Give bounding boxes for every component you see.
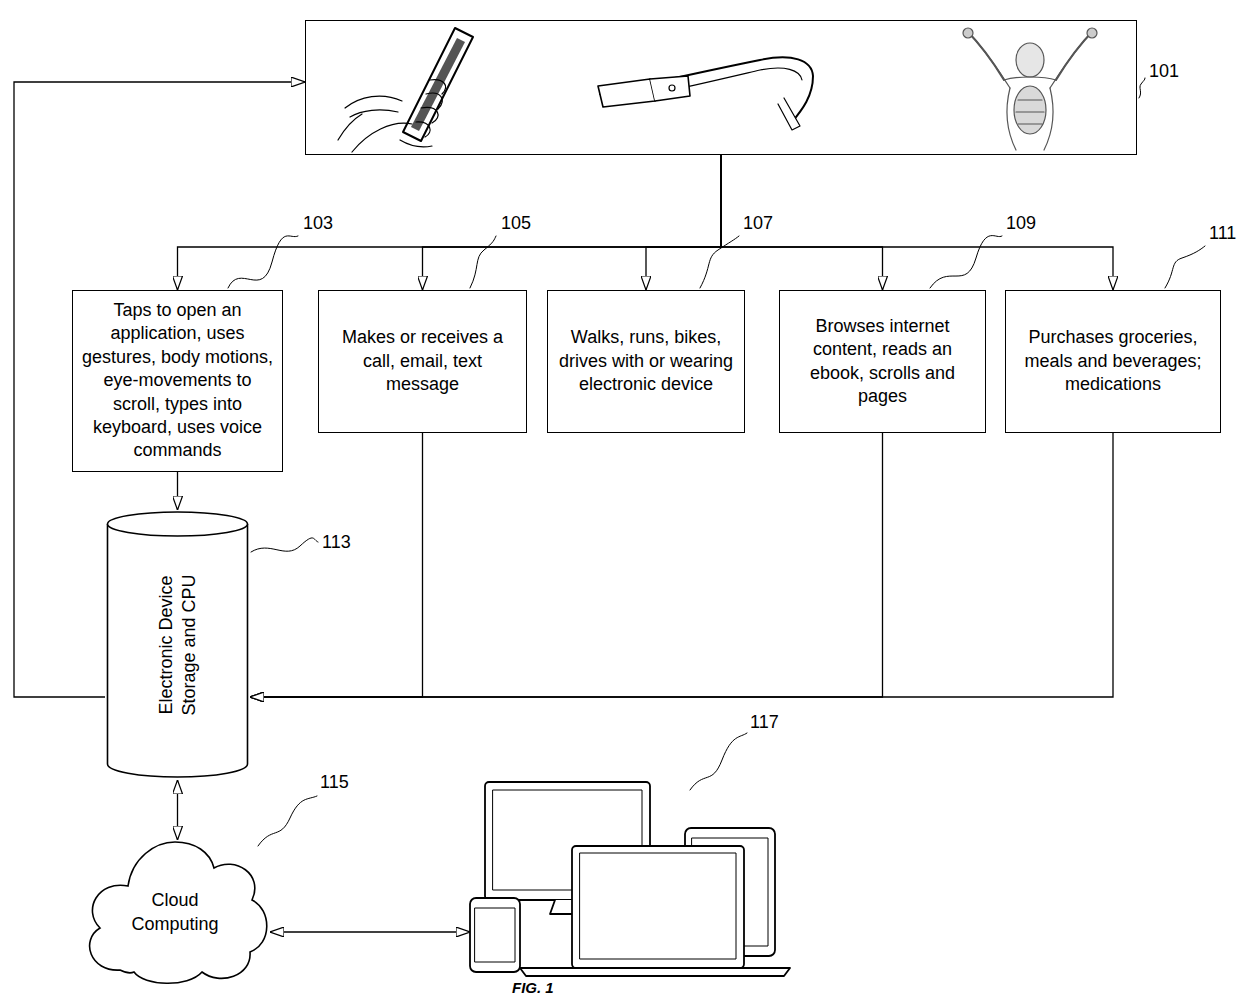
callout-number: 105 bbox=[501, 213, 531, 234]
leader-lines bbox=[228, 78, 1205, 846]
cloud-path bbox=[90, 842, 267, 983]
callout-number: 111 bbox=[1209, 223, 1236, 244]
callout-number: 107 bbox=[743, 213, 773, 234]
leader-line bbox=[228, 236, 298, 288]
finger-line bbox=[421, 108, 438, 123]
devices-figure: 117 bbox=[470, 780, 790, 976]
connector-arrow bbox=[250, 433, 423, 697]
phone bbox=[470, 898, 520, 972]
devices-sketch bbox=[470, 782, 790, 976]
leader-line bbox=[700, 236, 739, 288]
glasses-housing bbox=[650, 76, 690, 101]
connector-arrow bbox=[646, 155, 721, 290]
callout-number: 117 bbox=[750, 712, 779, 733]
node-text: Electronic Device Storage and CPU bbox=[154, 560, 201, 730]
callout-number: 115 bbox=[320, 772, 349, 793]
figure-shoulders bbox=[1004, 77, 1056, 80]
storage-cylinder: 113Electronic Device Storage and CPU bbox=[105, 510, 250, 780]
glasses-prism bbox=[598, 79, 655, 107]
laptop-base bbox=[520, 968, 790, 976]
thumb-line bbox=[350, 110, 398, 117]
finger-line bbox=[426, 93, 442, 109]
phone-body bbox=[403, 28, 473, 141]
leader-line bbox=[251, 538, 318, 552]
glasses-camera bbox=[669, 85, 675, 91]
connector-arrow bbox=[721, 155, 1113, 290]
figure-hatching bbox=[1016, 100, 1044, 124]
connector-arrow bbox=[177, 472, 178, 510]
connector-arrow bbox=[178, 155, 722, 290]
process-box: 105Makes or receives a call, email, text… bbox=[318, 290, 527, 433]
node-text: Taps to open an application, uses gestur… bbox=[79, 299, 276, 463]
laptop bbox=[572, 846, 744, 968]
figure-shading bbox=[1014, 86, 1046, 134]
glasses-earpiece bbox=[778, 98, 800, 130]
cylinder-top bbox=[108, 512, 248, 536]
figure-hand bbox=[1087, 28, 1097, 38]
node-text: Makes or receives a call, email, text me… bbox=[325, 326, 520, 396]
leader-line bbox=[1139, 78, 1145, 98]
leader-line bbox=[1165, 246, 1205, 288]
figure-arm bbox=[966, 30, 1004, 80]
illustration-panel: 101 bbox=[305, 20, 1137, 155]
cloud-shape: 115Cloud Computing bbox=[80, 840, 270, 985]
hand-line bbox=[400, 140, 432, 147]
connector-arrow bbox=[177, 780, 178, 840]
smart-glasses-sketch bbox=[598, 57, 813, 130]
figure-caption: FIG. 1 bbox=[512, 980, 554, 997]
process-box: 103Taps to open an application, uses ges… bbox=[72, 290, 283, 472]
hand-phone-sketch bbox=[338, 28, 473, 152]
phone-screen bbox=[411, 38, 465, 131]
node-text: Purchases groceries, meals and beverages… bbox=[1012, 326, 1214, 396]
connector-arrow bbox=[250, 433, 1113, 697]
phone-screen bbox=[475, 908, 515, 962]
leader-line bbox=[258, 796, 317, 846]
finger-line bbox=[416, 122, 430, 137]
connector-arrow bbox=[250, 433, 883, 697]
leader-line bbox=[930, 236, 1002, 288]
process-box: 111Purchases groceries, meals and bevera… bbox=[1005, 290, 1221, 433]
wrist-line bbox=[338, 114, 362, 140]
connector-arrow bbox=[270, 931, 470, 932]
callout-number: 113 bbox=[322, 532, 351, 553]
node-text: Browses internet content, reads an ebook… bbox=[786, 315, 979, 409]
cylinder-outline bbox=[105, 510, 250, 780]
callout-number: 103 bbox=[303, 213, 333, 234]
leader-line bbox=[470, 236, 496, 288]
callout-number: 109 bbox=[1006, 213, 1036, 234]
thumb-line bbox=[345, 96, 402, 108]
connectors bbox=[14, 82, 1113, 932]
leader-line bbox=[690, 733, 747, 790]
process-box: 107Walks, runs, bikes, drives with or we… bbox=[547, 290, 745, 433]
connector-arrow bbox=[721, 155, 883, 290]
callout-number: 101 bbox=[1149, 61, 1179, 82]
finger-line bbox=[430, 80, 446, 94]
node-text: Walks, runs, bikes, drives with or weari… bbox=[554, 326, 738, 396]
figure-hand bbox=[963, 28, 973, 38]
cylinder-body bbox=[108, 524, 248, 777]
node-text: Cloud Computing bbox=[116, 889, 234, 936]
body-figure-sketch bbox=[963, 28, 1097, 150]
connector-arrow bbox=[423, 155, 722, 290]
cloud-outline bbox=[80, 840, 270, 985]
laptop-screen bbox=[580, 853, 736, 959]
process-box: 109Browses internet content, reads an eb… bbox=[779, 290, 986, 433]
figure-head bbox=[1016, 43, 1044, 77]
figure-arm bbox=[1056, 30, 1094, 80]
palm-line bbox=[352, 123, 412, 152]
